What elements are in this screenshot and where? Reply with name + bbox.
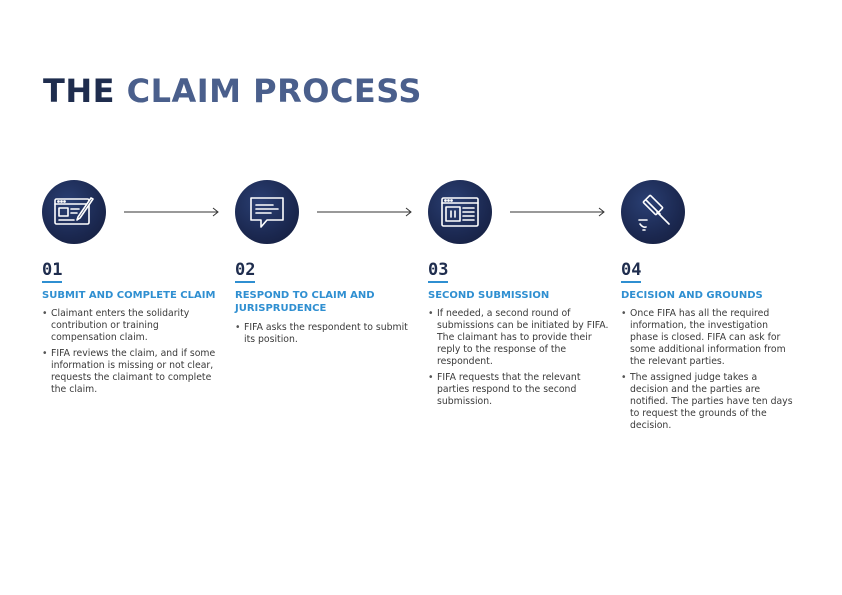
step-2-number: 02 xyxy=(235,262,256,283)
step-4 xyxy=(621,180,806,244)
step-1-bullets: Claimant enters the solidarity contribut… xyxy=(42,308,225,400)
arrow-2 xyxy=(317,207,412,217)
step-3-bullet-2: FIFA requests that the relevant parties … xyxy=(428,372,611,408)
step-4-number: 04 xyxy=(621,262,642,283)
step-2 xyxy=(235,180,420,244)
step-2-circle xyxy=(235,180,299,244)
step-2-bullets: FIFA asks the respondent to submit its p… xyxy=(235,322,418,350)
step-2-heading: RESPOND TO CLAIM AND JURISPRUDENCE xyxy=(235,290,375,314)
step-2-bullet-1: FIFA asks the respondent to submit its p… xyxy=(235,322,418,346)
browser-document-icon xyxy=(441,197,479,227)
step-3-circle xyxy=(428,180,492,244)
step-1 xyxy=(42,180,227,244)
step-4-circle xyxy=(621,180,685,244)
page-title: THE CLAIM PROCESS xyxy=(43,72,422,110)
arrow-3 xyxy=(510,207,605,217)
step-3-bullet-1: If needed, a second round of submissions… xyxy=(428,308,611,368)
step-3-heading: SECOND SUBMISSION xyxy=(428,290,550,301)
gavel-icon xyxy=(638,194,670,231)
step-1-bullet-1: Claimant enters the solidarity contribut… xyxy=(42,308,225,344)
page-title-part2: CLAIM PROCESS xyxy=(126,72,422,110)
page-title-part1: THE xyxy=(43,72,115,110)
browser-edit-icon xyxy=(54,197,94,225)
step-1-number: 01 xyxy=(42,262,63,283)
step-1-heading: SUBMIT AND COMPLETE CLAIM xyxy=(42,290,216,301)
step-3 xyxy=(428,180,613,244)
step-4-bullets: Once FIFA has all the required informati… xyxy=(621,308,796,436)
step-1-circle xyxy=(42,180,106,244)
step-3-bullets: If needed, a second round of submissions… xyxy=(428,308,611,412)
step-1-bullet-2: FIFA reviews the claim, and if some info… xyxy=(42,348,225,396)
step-4-bullet-2: The assigned judge takes a decision and … xyxy=(621,372,796,432)
arrow-1 xyxy=(124,207,219,217)
speech-bubble-icon xyxy=(250,197,284,228)
step-4-heading: DECISION AND GROUNDS xyxy=(621,290,763,301)
step-4-bullet-1: Once FIFA has all the required informati… xyxy=(621,308,796,368)
step-3-number: 03 xyxy=(428,262,449,283)
